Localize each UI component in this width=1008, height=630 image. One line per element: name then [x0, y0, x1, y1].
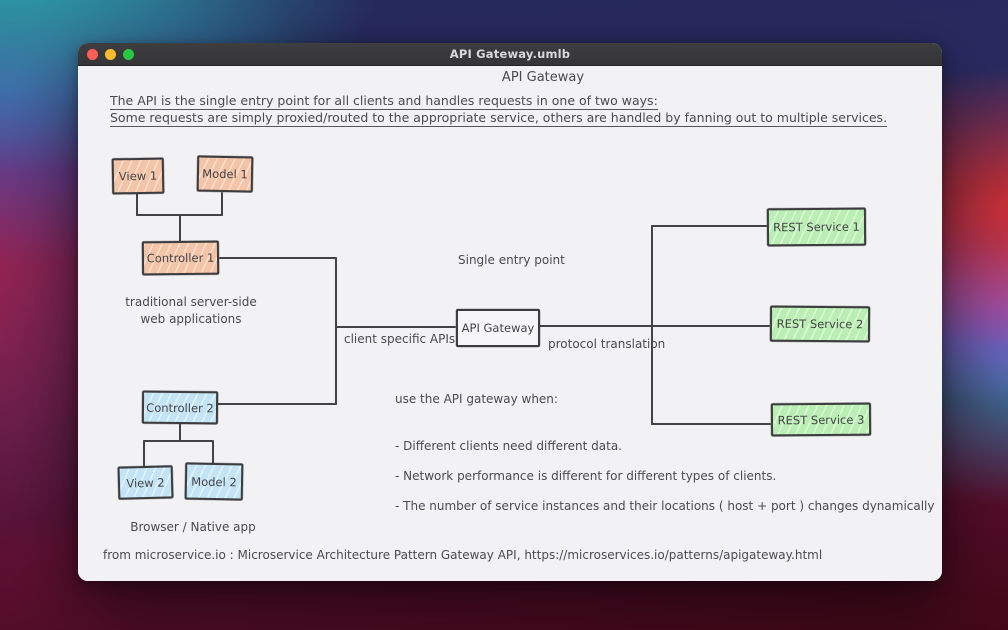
connector-model1-merge [221, 192, 223, 216]
diagram-title: API Gateway [501, 70, 585, 85]
node-rest-service-1[interactable]: REST Service 1 [766, 207, 867, 247]
node-model-1[interactable]: Model 1 [196, 155, 254, 193]
connector-view1-merge [136, 193, 138, 216]
minimize-button[interactable] [105, 49, 116, 60]
source-attribution: from microservice.io : Microservice Arch… [103, 548, 823, 562]
connector-rest3 [651, 423, 771, 425]
connector-split-view2 [143, 440, 145, 467]
bullet-different-data: - Different clients need different data. [395, 439, 622, 453]
connector-controller2-trunk [217, 403, 337, 405]
node-controller-1[interactable]: Controller 1 [141, 240, 220, 276]
connector-split-model2 [212, 440, 214, 464]
node-api-gateway[interactable]: API Gateway [456, 309, 540, 347]
label-browser-native-app: Browser / Native app [130, 520, 256, 534]
diagram-canvas[interactable]: API Gateway The API is the single entry … [78, 66, 942, 581]
connector-trunk-gateway [335, 326, 456, 328]
node-view-1[interactable]: View 1 [111, 157, 165, 195]
connector-gateway-branch [539, 325, 653, 327]
window-titlebar[interactable]: API Gateway.umlb [78, 43, 942, 66]
connector-rest1 [651, 225, 767, 227]
app-window: API Gateway.umlb API Gateway The API is … [78, 43, 942, 581]
node-rest-service-3[interactable]: REST Service 3 [770, 402, 872, 437]
zoom-button[interactable] [123, 49, 134, 60]
bullet-network-performance: - Network performance is different for d… [395, 469, 777, 483]
node-view-2[interactable]: View 2 [117, 465, 174, 500]
node-rest-service-2[interactable]: REST Service 2 [769, 305, 871, 343]
node-model-2[interactable]: Model 2 [184, 462, 244, 501]
label-use-gateway-when: use the API gateway when: [395, 392, 558, 406]
intro-line-2: Some requests are simply proxied/routed … [110, 110, 888, 127]
connector-merge-controller1 [179, 214, 181, 242]
connector-trunk-vertical [335, 257, 337, 405]
connector-controller2-split [179, 423, 181, 441]
node-controller-2[interactable]: Controller 2 [141, 390, 219, 425]
label-protocol-translation: protocol translation [548, 337, 666, 351]
traffic-lights [87, 49, 134, 60]
label-single-entry-point: Single entry point [458, 253, 565, 267]
intro-line-1: The API is the single entry point for al… [110, 93, 658, 110]
bullet-service-instances: - The number of service instances and th… [395, 499, 935, 513]
close-button[interactable] [87, 49, 98, 60]
window-title: API Gateway.umlb [449, 47, 571, 61]
label-traditional-apps: traditional server-side web applications [125, 295, 257, 326]
connector-rest2 [651, 325, 770, 327]
connector-controller1-trunk [219, 257, 336, 259]
label-client-specific-apis: client specific APIs [344, 332, 456, 346]
connector-mvc2-horizontal [143, 440, 213, 442]
